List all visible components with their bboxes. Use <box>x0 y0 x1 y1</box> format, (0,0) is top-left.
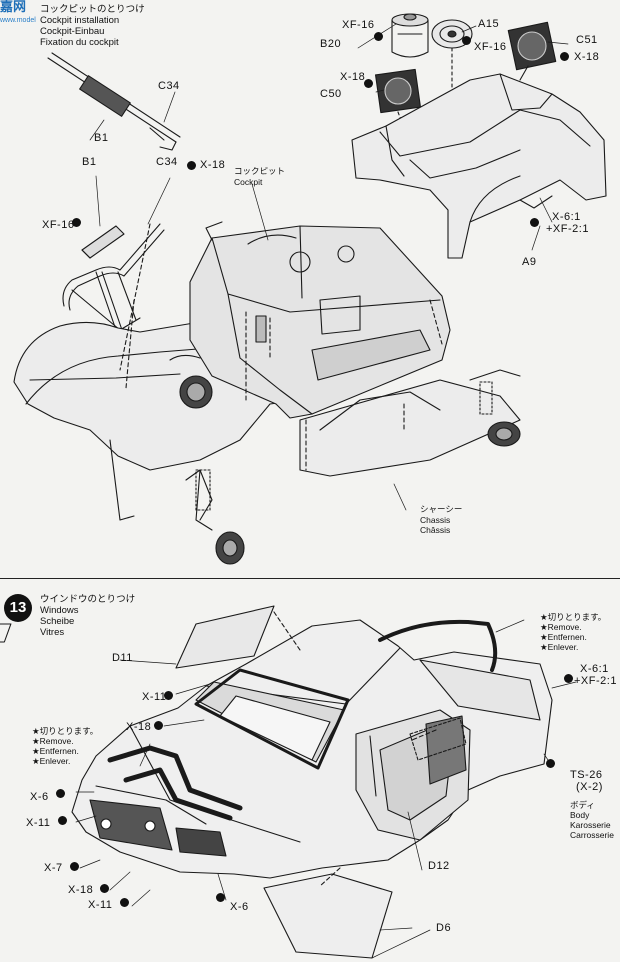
remove-note-left-jp: ★切りとります。 <box>32 726 99 736</box>
body-label-en: Body <box>570 810 590 820</box>
step13-title-en: Windows <box>40 605 79 616</box>
label-ts26: TS-26 <box>570 769 603 781</box>
paint-marker-dot <box>120 898 129 907</box>
step13-number-badge: 13 <box>4 594 32 622</box>
part-cockpit-tub <box>189 221 451 419</box>
label-c34-b: C34 <box>156 156 178 168</box>
label-x18-d: X-18 <box>126 721 152 733</box>
paint-marker-dot <box>530 218 539 227</box>
step13-title-jp: ウインドウのとりつけ <box>40 594 136 605</box>
part-d11-window <box>0 605 275 669</box>
remove-note-left-de: ★Entfernen. <box>32 746 79 756</box>
label-x18-c: X-18 <box>200 159 226 171</box>
part-b20-canister <box>391 13 429 58</box>
label-d6: D6 <box>436 922 452 934</box>
part-window-strip <box>378 619 498 672</box>
paint-marker-dot <box>187 161 196 170</box>
label-xf16-a: XF-16 <box>342 19 375 31</box>
body-label-fr: Carrosserie <box>570 830 614 840</box>
part-hood-seal <box>107 745 243 821</box>
part-b1-rod-top <box>47 52 181 151</box>
paint-marker-dot <box>100 884 109 893</box>
label-x18-b: X-18 <box>340 71 366 83</box>
assembly-lines-step13 <box>273 611 437 887</box>
cockpit-label-jp: コックピット <box>234 166 286 176</box>
label-x6-b: X-6 <box>230 901 249 913</box>
label-d12: D12 <box>428 860 450 872</box>
label-b20: B20 <box>320 38 342 50</box>
step13-title-fr: Vitres <box>40 627 65 638</box>
part-d6-windshield <box>263 873 431 959</box>
paint-marker-dot <box>216 893 225 902</box>
paint-marker-dot <box>560 52 569 61</box>
label-x6-a: X-6 <box>30 791 49 803</box>
paint-marker-dot <box>58 816 67 825</box>
body-label-de: Karosserie <box>570 820 611 830</box>
label-d11: D11 <box>112 652 133 664</box>
part-body-shell <box>71 619 553 879</box>
watermark-text: 嘉网 <box>0 0 27 14</box>
body-label-jp: ボディ <box>570 800 595 810</box>
label-b1-b: B1 <box>82 156 97 168</box>
remove-note-right-de: ★Entfernen. <box>540 632 587 642</box>
label-ts26-x2: (X-2) <box>576 781 603 793</box>
label-x18-a: X-18 <box>574 51 600 63</box>
part-a9-rear-body <box>351 73 607 259</box>
remove-note-right-jp: ★切りとります。 <box>540 612 607 622</box>
label-xf16-b: XF-16 <box>474 41 507 53</box>
paint-marker-dot <box>56 789 65 798</box>
paint-marker-dot <box>462 36 471 45</box>
assembly-lines-step12 <box>119 223 443 471</box>
label-mix-b2: +XF-2:1 <box>574 675 617 687</box>
label-c34-a: C34 <box>158 80 180 92</box>
part-c51-grill <box>507 21 557 81</box>
label-x11-b: X-11 <box>26 817 51 829</box>
remove-note-left-fr: ★Enlever. <box>32 756 71 766</box>
label-x7: X-7 <box>44 862 63 874</box>
part-d12-window <box>409 717 467 761</box>
paint-marker-dot <box>546 759 555 768</box>
part-b1-rod-mid <box>81 225 125 259</box>
label-b1-a: B1 <box>94 132 109 144</box>
chassis-label-fr: Châssis <box>420 525 451 535</box>
step12-title-de: Cockpit-Einbau <box>40 26 105 37</box>
part-chassis-rear <box>185 369 521 565</box>
paint-marker-dot <box>564 674 573 683</box>
part-windshield-frame <box>194 668 350 770</box>
watermark-subtext: www.model <box>0 17 36 24</box>
step12-title-fr: Fixation du cockpit <box>40 37 119 48</box>
paint-marker-dot <box>72 218 81 227</box>
paint-marker-dot <box>70 862 79 871</box>
paint-marker-dot <box>164 691 173 700</box>
label-mix-b1: X-6:1 <box>580 663 609 675</box>
step13-title-de: Scheibe <box>40 616 75 627</box>
cockpit-label-en: Cockpit <box>234 177 263 187</box>
chassis-label-en: Chassis <box>420 515 451 525</box>
label-a15: A15 <box>478 18 500 30</box>
label-x11-a: X-11 <box>142 691 167 703</box>
chassis-label-jp: シャーシー <box>420 504 463 514</box>
label-x18-e: X-18 <box>68 884 94 896</box>
step12-title-en: Cockpit installation <box>40 15 120 26</box>
step12-title-jp: コックピットのとりつけ <box>40 4 145 15</box>
remove-note-left-en: ★Remove. <box>32 736 74 746</box>
remove-note-right-en: ★Remove. <box>540 622 582 632</box>
label-c50: C50 <box>320 88 342 100</box>
paint-marker-dot <box>154 721 163 730</box>
paint-marker-dot <box>374 32 383 41</box>
step-divider <box>0 578 620 579</box>
label-x11-c: X-11 <box>88 899 113 911</box>
label-mix-a1: X-6:1 <box>552 211 581 223</box>
label-xf16-c: XF-16 <box>42 219 75 231</box>
leader-lines-step12 <box>89 23 569 511</box>
label-a9: A9 <box>522 256 537 268</box>
remove-note-right-fr: ★Enlever. <box>540 642 579 652</box>
label-mix-a2: +XF-2:1 <box>546 223 589 235</box>
label-c51: C51 <box>576 34 598 46</box>
watermark-logo: 嘉网 www.model <box>0 0 40 36</box>
paint-marker-dot <box>364 79 373 88</box>
